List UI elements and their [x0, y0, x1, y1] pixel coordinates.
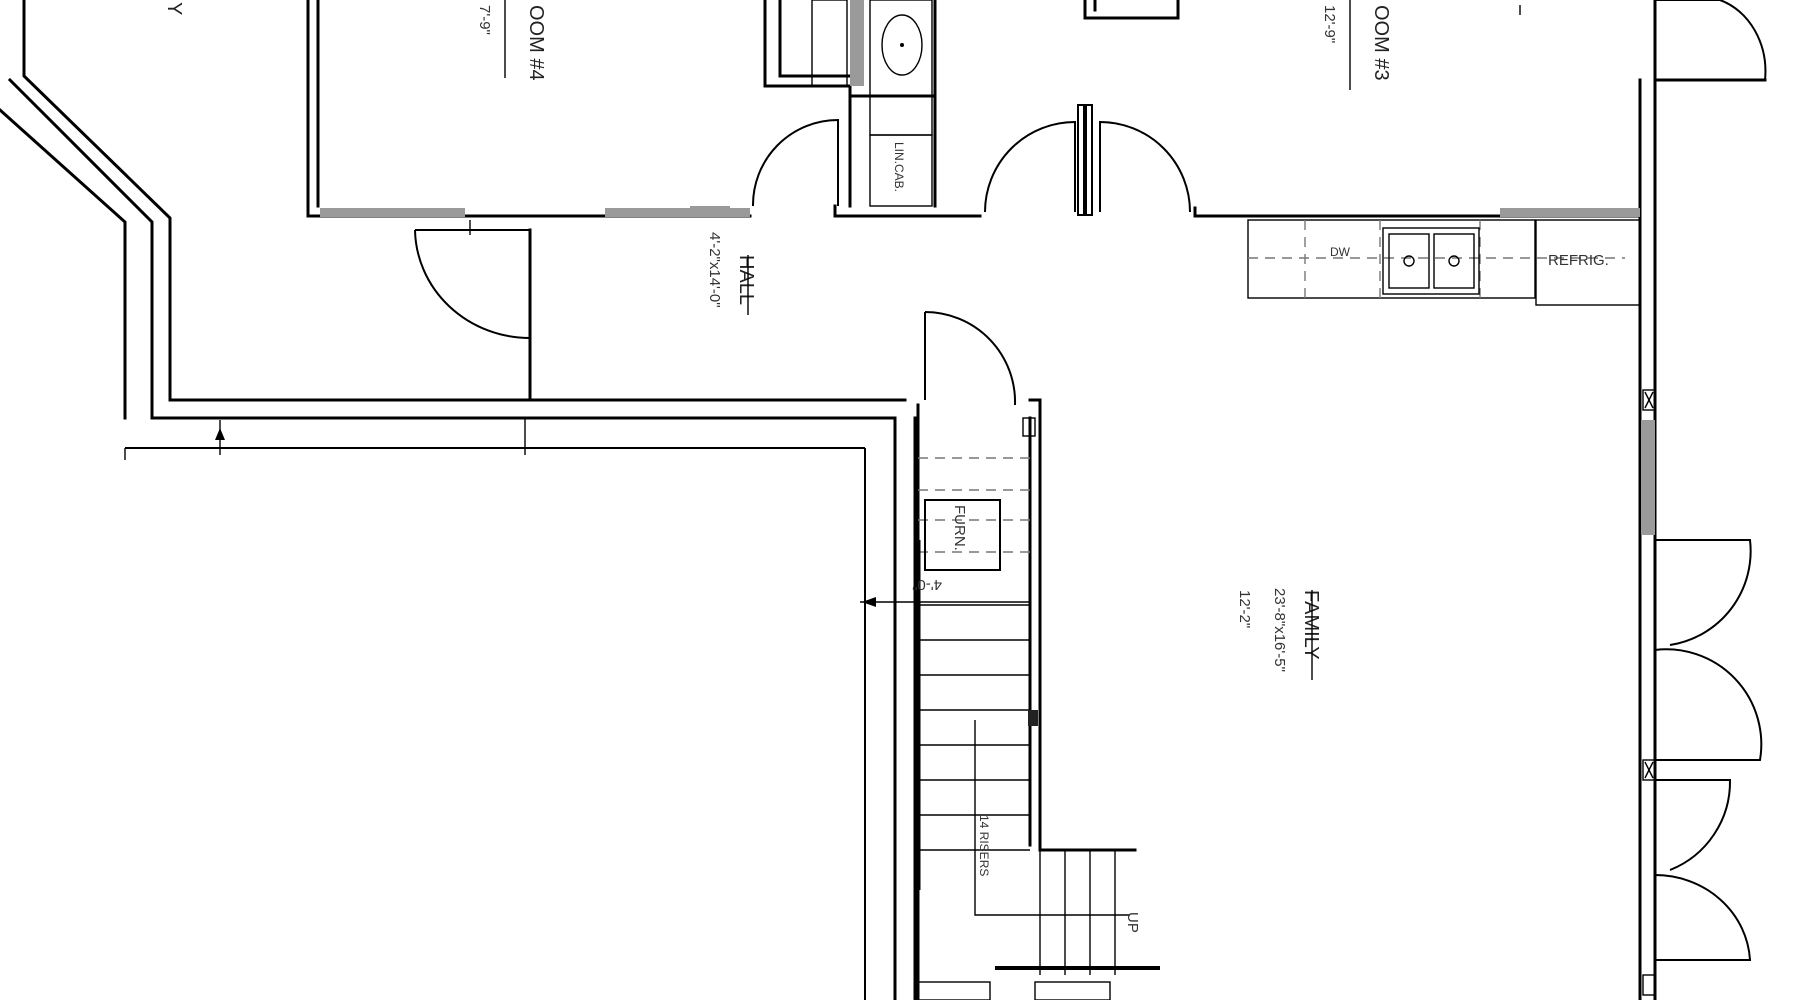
furnace-label: FURN. [951, 505, 968, 551]
door-swings [414, 0, 1767, 961]
stairs: FURN. 4'-0" 14 RISERS UP [860, 417, 1160, 1000]
bedroom4-name: OOM #4 [525, 5, 547, 81]
stair-up-label: UP [1124, 912, 1141, 933]
double-sink-icon [1382, 227, 1480, 295]
dishwasher-label: DW [1330, 245, 1351, 259]
wall-hatching [320, 0, 1655, 535]
refrigerator [1535, 219, 1641, 306]
sink-icon [881, 14, 923, 76]
linen-cabinet [869, 134, 933, 207]
family-height: 12'-2" [1236, 590, 1253, 628]
wall-markers [1642, 389, 1656, 996]
family-dim: 23'-8"x16'-5" [1271, 588, 1288, 672]
bedroom3-dim: 12'-9" [1321, 5, 1338, 43]
hall-name: HALL [735, 255, 757, 305]
family-name: FAMILY [1300, 590, 1322, 660]
bedroom4-dim: 7'-9" [476, 5, 493, 35]
linen-cabinet-label: LIN.CAB. [892, 142, 906, 192]
risers-label: 14 RISERS [977, 815, 991, 876]
stair-width-label: 4'-0" [912, 576, 942, 593]
dimension-lines [124, 5, 1521, 460]
room-labels: OOM #4 7'-9" OOM #3 12'-9" HALL 4'-2"x14… [163, 0, 1392, 680]
hall-dim: 4'-2"x14'-0" [706, 232, 723, 308]
kitchen-counter: DW REFRIG. [1247, 219, 1641, 306]
refrigerator-label: REFRIG. [1548, 252, 1609, 269]
left-room-name: Y [163, 2, 185, 15]
furnace [924, 499, 1001, 571]
bedroom3-name: OOM #3 [1370, 5, 1392, 81]
bath-fixtures: LIN.CAB. [811, 0, 933, 207]
